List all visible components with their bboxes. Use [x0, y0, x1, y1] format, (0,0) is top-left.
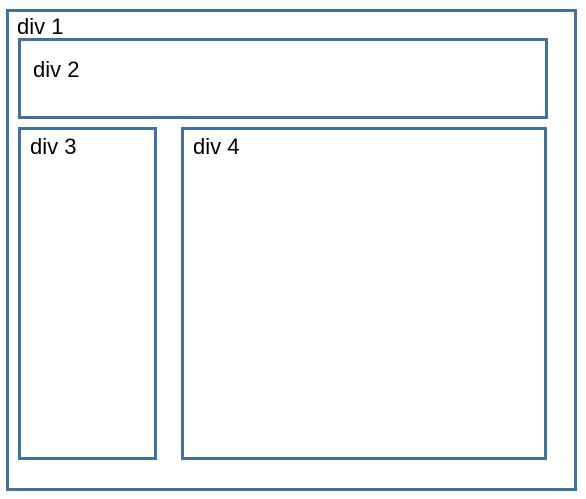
- div-2-box: div 2: [18, 38, 548, 119]
- div-4-label: div 4: [193, 134, 240, 159]
- div-1-label: div 1: [17, 14, 64, 39]
- div-2-label: div 2: [33, 57, 80, 82]
- div-4-box: div 4: [181, 127, 547, 460]
- div-3-label: div 3: [30, 134, 77, 159]
- div-3-box: div 3: [18, 127, 157, 460]
